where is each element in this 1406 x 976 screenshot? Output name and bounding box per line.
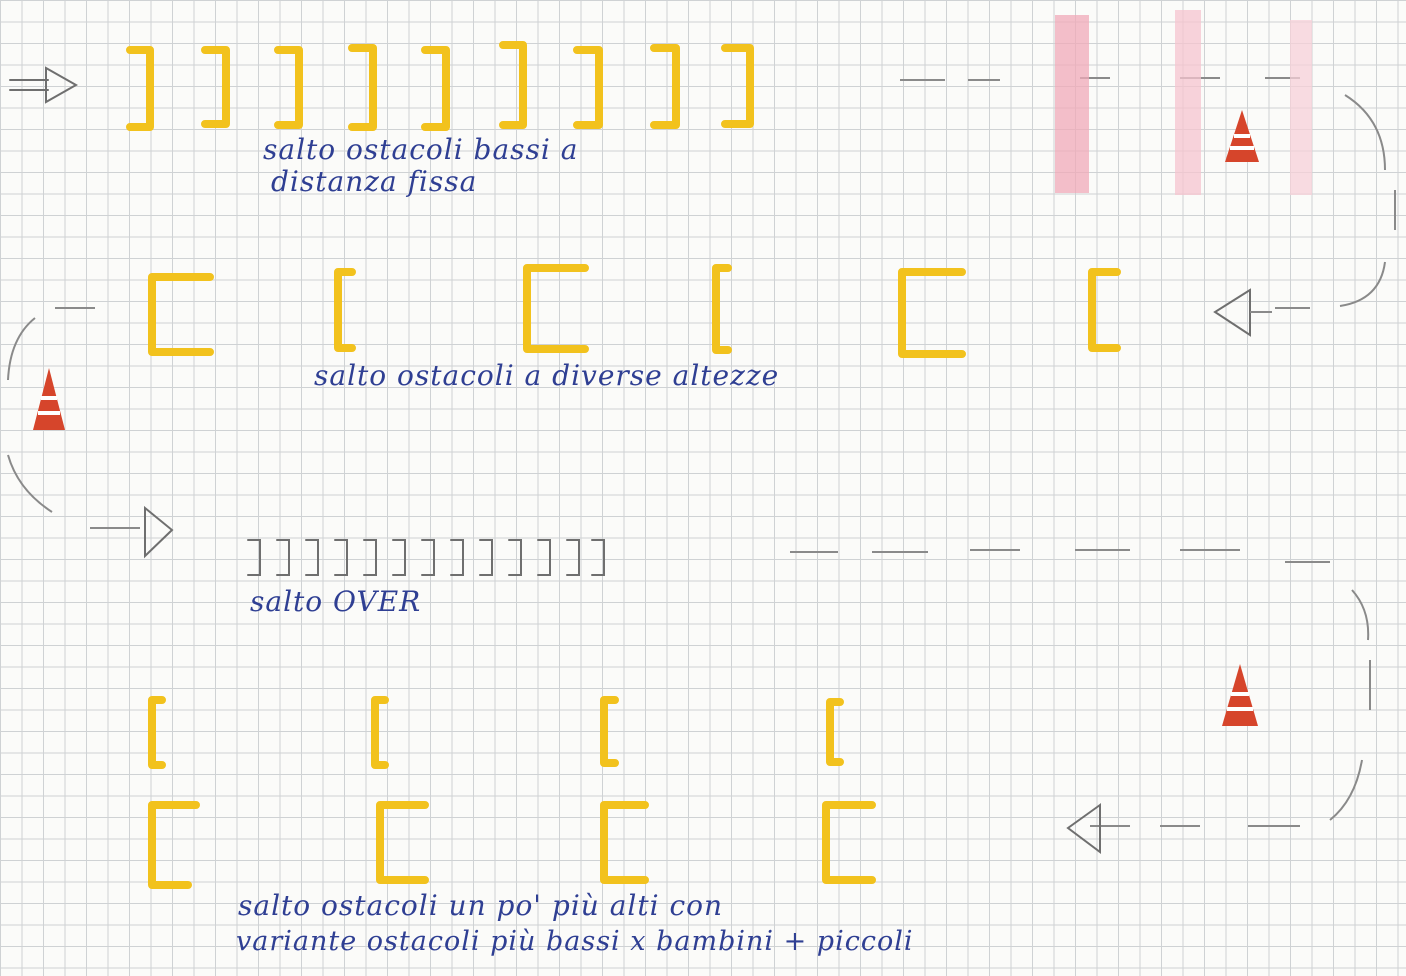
hurdle-icon — [425, 50, 446, 127]
hurdle-icon — [152, 277, 210, 352]
row3-return-path — [790, 550, 1370, 852]
hurdle-icon — [1092, 272, 1117, 348]
note-row1-line2: distanza fissa — [271, 168, 477, 196]
note-row2: salto ostacoli a diverse altezze — [314, 362, 779, 390]
row1-return-path — [900, 78, 1395, 335]
note-row3: salto OVER — [250, 588, 421, 616]
cone-icon — [1225, 110, 1259, 162]
hurdle-icon — [338, 272, 352, 348]
hurdle-icon — [380, 805, 425, 880]
direction-arrow-icon — [145, 508, 172, 556]
note-row4-line1: salto ostacoli un po' più alti con — [238, 892, 723, 920]
row3-over-hurdles — [248, 540, 604, 575]
hurdle-icon — [604, 805, 645, 880]
pink-bar — [1055, 15, 1089, 193]
hurdle-icon — [604, 700, 615, 763]
hurdle-icon — [152, 805, 196, 885]
note-row1-line1: salto ostacoli bassi a — [263, 136, 578, 164]
hurdle-icon — [716, 268, 728, 350]
start-arrow-icon — [10, 68, 76, 102]
hurdle-icon — [205, 50, 226, 124]
note-row4-line2: variante ostacoli più bassi x bambini + … — [236, 928, 914, 955]
hurdle-icon — [503, 45, 523, 125]
hurdle-icon — [577, 50, 599, 125]
hurdle-icon — [152, 700, 162, 765]
pink-bar — [1290, 20, 1312, 195]
hurdle-icon — [654, 48, 676, 125]
row2-hurdles — [152, 268, 1117, 354]
hurdle-icon — [352, 48, 373, 127]
cone-icon — [1222, 664, 1258, 726]
direction-arrow-icon — [1215, 290, 1250, 335]
hurdle-icon — [278, 50, 299, 125]
cone-icon — [33, 368, 65, 430]
hurdle-icon — [375, 700, 385, 765]
pink-bar — [1175, 10, 1201, 195]
left-loop-path — [8, 308, 172, 556]
hurdle-icon — [527, 268, 585, 349]
direction-arrow-icon — [1068, 805, 1100, 852]
hurdle-icon — [902, 272, 962, 354]
pink-bars — [1055, 10, 1312, 195]
hurdle-icon — [830, 702, 840, 762]
row4-hurdles — [152, 700, 872, 885]
row1-hurdles — [130, 45, 750, 127]
hurdle-icon — [725, 48, 750, 124]
hurdle-icon — [826, 805, 872, 880]
hurdle-icon — [130, 50, 150, 127]
